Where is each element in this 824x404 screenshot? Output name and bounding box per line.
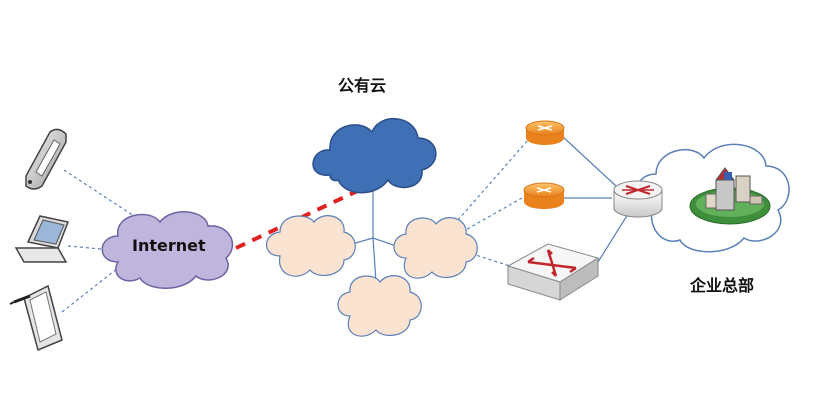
peer-cloud-right: [393, 217, 478, 279]
link-peer-router1: [457, 139, 529, 221]
link-tablet-internet: [61, 267, 119, 313]
campus-building-icon: [689, 167, 771, 225]
internet-cloud: [101, 211, 234, 289]
public-cloud: [312, 117, 437, 194]
public-cloud-label: 公有云: [338, 76, 387, 95]
internet-label: Internet: [132, 236, 206, 255]
enterprise-hq-label: 企业总部: [690, 276, 755, 295]
laptop-icon: [14, 215, 70, 263]
orange-router-icon: [525, 120, 565, 145]
switch-icon: [506, 243, 600, 301]
mobile-phone-icon: [25, 128, 67, 190]
orange-router-icon: [523, 182, 565, 209]
tablet-icon: [9, 284, 63, 352]
link-router1-hqrouter: [561, 135, 617, 187]
router-icon: [613, 180, 663, 218]
peer-cloud-left: [265, 215, 356, 277]
link-peer-router2: [461, 197, 523, 233]
peer-cloud-bottom: [337, 275, 422, 337]
link-switch-hqrouter: [597, 213, 629, 263]
link-hub-bottom: [372, 237, 377, 283]
link-phone-internet: [63, 169, 141, 221]
